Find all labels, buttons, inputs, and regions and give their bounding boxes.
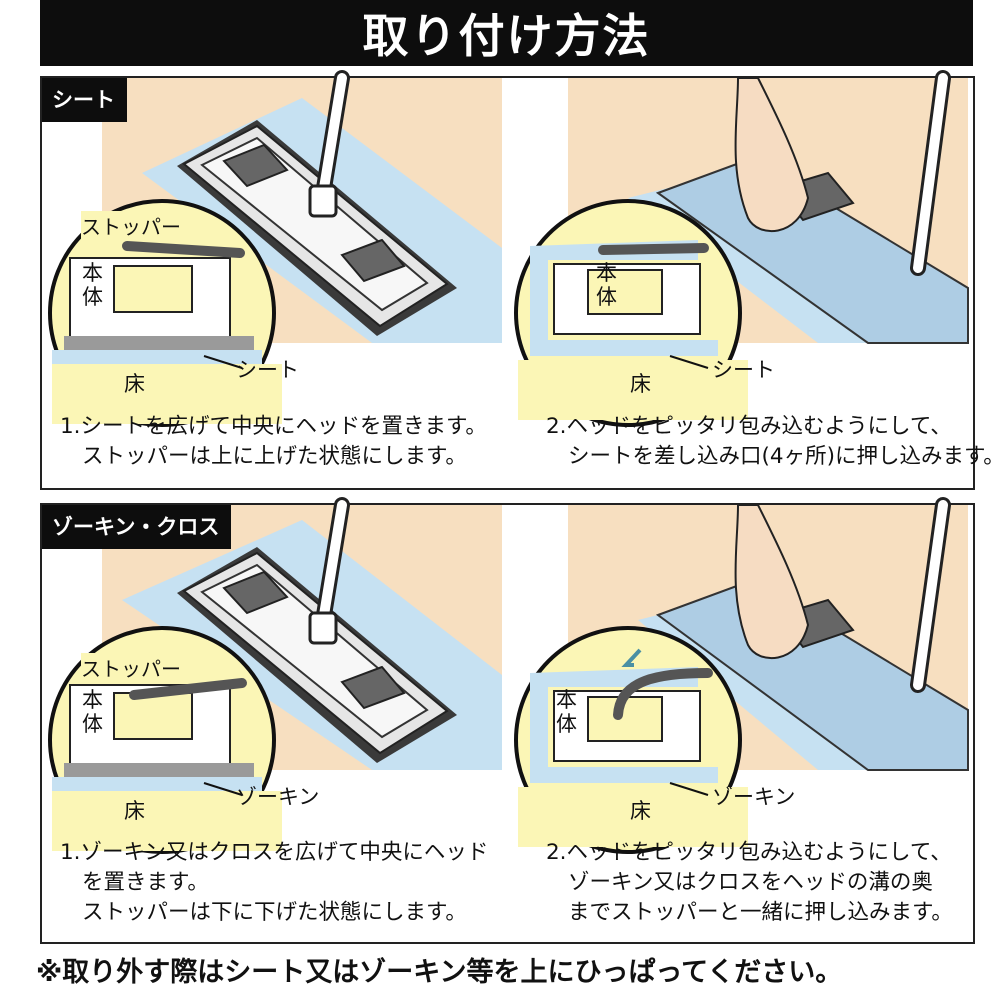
body-label: 本 体 xyxy=(82,688,103,736)
material-leader-line xyxy=(669,782,709,796)
material-label: ゾーキン xyxy=(712,785,796,809)
callout-circle xyxy=(48,199,282,427)
floor-label: 床 xyxy=(630,372,651,396)
callout-circle xyxy=(514,199,748,427)
mop-handle xyxy=(910,497,951,693)
arrow-icon xyxy=(621,648,642,667)
section-tag: シート xyxy=(42,78,127,122)
material-label: シート xyxy=(236,358,299,382)
hand xyxy=(734,504,810,659)
material-label: シート xyxy=(712,358,775,382)
body-label: 本 体 xyxy=(596,261,617,309)
step-panel-2: 本 体 床 シート 2.ヘッドをピッタリ包み込むようにして、 シートを差し込み口… xyxy=(508,70,1005,488)
step-illustration xyxy=(514,497,969,854)
material-leader-line xyxy=(203,355,243,369)
floor-label: 床 xyxy=(630,799,651,823)
footer-note: ※取り外す際はシート又はゾーキン等を上にひっぱってください。 xyxy=(36,957,843,988)
callout-circle xyxy=(48,626,282,854)
mop-head xyxy=(177,120,457,336)
step-caption: 1.シートを広げて中央にヘッドを置きます。 ストッパーは上に上げた状態にします。 xyxy=(60,414,487,469)
step-illustration xyxy=(48,497,502,854)
floor-label: 床 xyxy=(124,372,145,396)
hand xyxy=(734,77,810,232)
material-leader-line xyxy=(669,355,709,369)
step-caption: 1.ゾーキン又はクロスを広げて中央にヘッド を置きます。 ストッパーは下に下げた… xyxy=(60,840,489,925)
body-label: 本 体 xyxy=(556,688,577,736)
step-caption: 2.ヘッドをピッタリ包み込むようにして、 シートを差し込み口(4ヶ所)に押し込み… xyxy=(546,414,1005,469)
step-illustration xyxy=(48,70,502,427)
step-panel-1: ストッパー 本 体 床 シート 1.シートを広げて中央にヘッドを置きます。 スト… xyxy=(42,70,505,488)
step-panel-3: ストッパー 本 体 床 ゾーキン 1.ゾーキン又はクロスを広げて中央にヘッド を… xyxy=(42,497,505,942)
mop-head xyxy=(177,547,457,763)
mop-handle xyxy=(910,70,951,276)
floor-label: 床 xyxy=(124,799,145,823)
material-label: ゾーキン xyxy=(236,785,320,809)
callout-circle xyxy=(514,626,748,854)
section-cloth: ゾーキン・クロス xyxy=(40,497,975,944)
mop-handle xyxy=(308,70,350,218)
step-illustration xyxy=(514,70,969,427)
step-caption: 2.ヘッドをピッタリ包み込むようにして、 ゾーキン又はクロスをヘッドの溝の奥 ま… xyxy=(546,840,953,925)
stopper-label: ストッパー xyxy=(81,653,181,682)
mop-handle xyxy=(308,497,350,645)
section-sheet: シート xyxy=(40,70,1005,490)
step-panel-4: 本 体 床 ゾーキン 2.ヘッドをピッタリ包み込むようにして、 ゾーキン又はクロ… xyxy=(508,497,971,942)
section-tag: ゾーキン・クロス xyxy=(42,505,232,549)
page-title: 取り付け方法 xyxy=(362,9,651,63)
body-label: 本 体 xyxy=(82,261,103,309)
material-leader-line xyxy=(203,782,243,796)
title-bar: 取り付け方法 xyxy=(40,0,973,66)
stopper-label: ストッパー xyxy=(81,211,181,240)
